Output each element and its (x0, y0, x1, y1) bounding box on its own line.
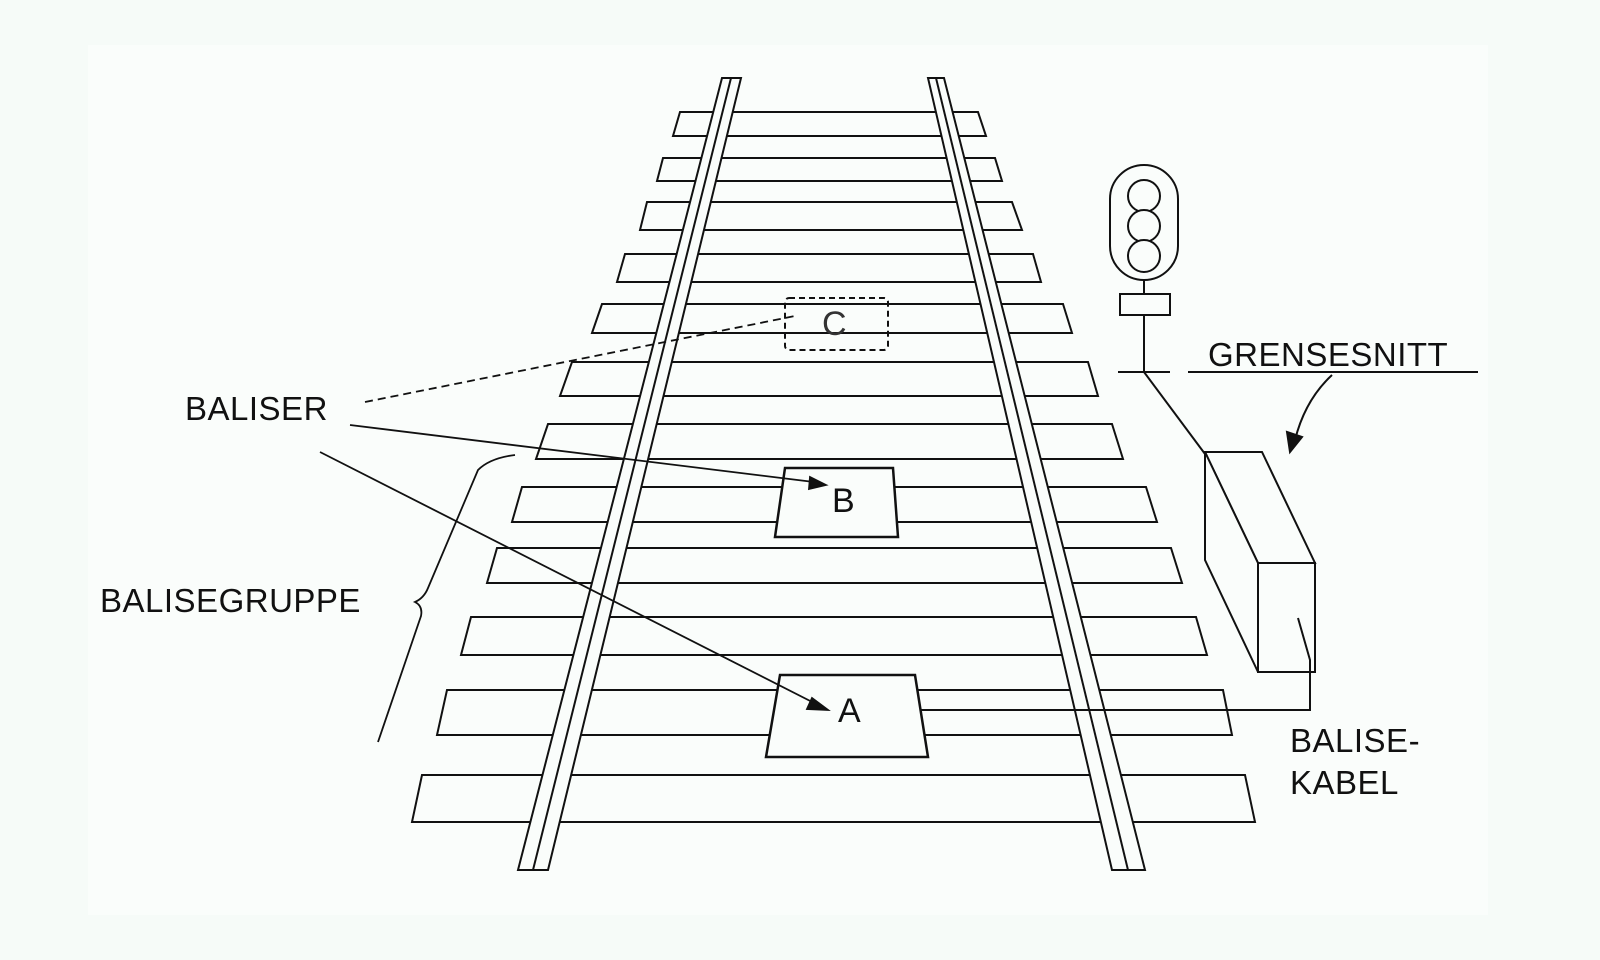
sleeper (615, 253, 1043, 283)
balise-kabel-label-line1: BALISE- (1290, 722, 1421, 759)
sleeper (558, 361, 1100, 397)
sleeper (410, 774, 1257, 823)
balisegruppe-label: BALISEGRUPPE (100, 582, 361, 619)
balise-kabel-label-line2: KABEL (1290, 764, 1399, 801)
sleeper (534, 423, 1125, 460)
left-rail (516, 77, 743, 871)
sleeper (638, 201, 1024, 231)
sleeper (459, 616, 1209, 656)
grensesnitt-label: GRENSESNITT (1208, 336, 1449, 373)
balise-a (764, 673, 930, 759)
balise-c (784, 297, 889, 351)
baliser-label: BALISER (185, 390, 328, 427)
interface-box (920, 371, 1333, 711)
balise-b-label: B (832, 482, 855, 520)
signal (1109, 164, 1478, 373)
right-rail (926, 77, 1147, 871)
balise-c-label: C (822, 305, 847, 343)
sleeper (485, 547, 1184, 584)
balise-b (773, 466, 900, 539)
sleeper (655, 157, 1004, 182)
leader-lines (319, 315, 831, 743)
sleeper (590, 303, 1074, 334)
sleeper (671, 111, 988, 137)
balise-a-label: A (838, 692, 861, 730)
